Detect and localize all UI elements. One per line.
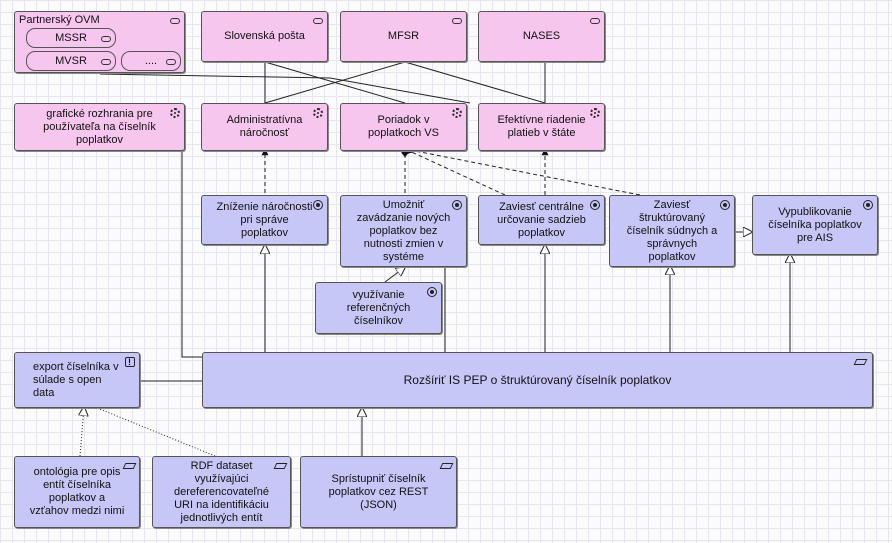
association-links	[80, 404, 216, 457]
goal-label: využívanie referenčných číselníkov	[346, 288, 411, 327]
driver-efektivne-riadenie[interactable]: Efektívne riadenie platieb v štáte	[478, 103, 605, 151]
driver-gear-icon	[451, 107, 462, 118]
driver-label: Administratívna náročnosť	[226, 114, 303, 139]
actor-icon	[312, 15, 323, 26]
goal-label: Umožniť zavádzanie nových poplatkov bez …	[356, 198, 451, 263]
deliverable-spristupnit-rest[interactable]: Sprístupniť číselník poplatkov cez REST …	[300, 456, 457, 528]
goal-target-icon	[719, 199, 730, 210]
work-package-rozsirit-is-pep[interactable]: Rozšíriť IS PEP o štruktúrovaný číselník…	[202, 352, 873, 408]
requirement-export-ciselnika[interactable]: export číselníka v súlade s open data !	[14, 352, 140, 408]
deliverable-ontologia[interactable]: ontológia pre opis entít číselníka popla…	[14, 456, 140, 528]
actor-nases[interactable]: NASES	[478, 11, 605, 62]
actor-icon	[169, 15, 180, 26]
goal-target-icon	[862, 199, 873, 210]
actor-icon	[451, 15, 462, 26]
actor-label: Slovenská pošta	[224, 30, 305, 42]
goal-target-icon	[451, 199, 462, 210]
deliverable-label: Sprístupniť číselník poplatkov cez REST …	[328, 472, 429, 511]
goal-target-icon	[426, 286, 437, 297]
driver-label: Poriadok v poplatkoch VS	[368, 114, 439, 139]
partner-ovm-label: Partnerský OVM	[19, 14, 100, 26]
goal-label: Zaviesť štruktúrovaný číselník súdnych a…	[626, 198, 718, 263]
actor-icon	[100, 33, 111, 44]
driver-graficke-rozhrania[interactable]: grafické rozhrania pre používateľa na čí…	[14, 103, 185, 151]
goal-zaviest-centralne[interactable]: Zaviesť centrálne určovanie sadzieb popl…	[478, 195, 605, 245]
goal-vyuzivanie-ciselnikov[interactable]: využívanie referenčných číselníkov	[315, 282, 442, 334]
driver-gear-icon	[312, 107, 323, 118]
goal-label: Zníženie náročnosti pri správe poplatkov	[216, 200, 313, 239]
actor-mfsr[interactable]: MFSR	[340, 11, 467, 62]
goal-target-icon	[312, 199, 323, 210]
deliverable-label: RDF dataset využívajúci dereferencovateľ…	[174, 459, 269, 524]
deliverable-label: ontológia pre opis entít číselníka popla…	[29, 466, 125, 517]
goal-znizenie-narocnosti[interactable]: Zníženie náročnosti pri správe poplatkov	[201, 195, 328, 245]
goal-label: Vypublikovanie číselníka poplatkov pre A…	[768, 205, 862, 244]
driver-gear-icon	[169, 107, 180, 118]
requirement-icon: !	[124, 356, 135, 367]
driver-gear-icon	[589, 107, 600, 118]
deliverable-icon	[439, 460, 454, 471]
actor-icon	[100, 56, 111, 67]
actor-more[interactable]: ....	[121, 51, 181, 71]
goal-target-icon	[589, 199, 600, 210]
work-package-label: Rozšíriť IS PEP o štruktúrovaný číselník…	[403, 372, 672, 387]
goal-zaviest-strukturovany[interactable]: Zaviesť štruktúrovaný číselník súdnych a…	[609, 195, 735, 267]
actor-mssr[interactable]: MSSR	[26, 28, 116, 48]
driver-poriadok[interactable]: Poriadok v poplatkoch VS	[340, 103, 467, 151]
actor-icon	[589, 15, 600, 26]
deliverable-icon	[122, 460, 137, 471]
influence-links	[261, 147, 641, 196]
actor-label: NASES	[522, 30, 561, 42]
actor-mssr-label: MSSR	[55, 32, 87, 44]
driver-label: grafické rozhrania pre používateľa na čí…	[43, 107, 156, 146]
realization-links	[140, 150, 790, 456]
actor-icon	[165, 56, 176, 67]
deliverable-rdf-dataset[interactable]: RDF dataset využívajúci dereferencovateľ…	[152, 456, 291, 528]
actor-mvsr[interactable]: MVSR	[26, 51, 116, 71]
driver-label: Efektívne riadenie platieb v štáte	[497, 114, 586, 139]
actor-slovenska-posta[interactable]: Slovenská pošta	[201, 11, 328, 62]
goal-label: Zaviesť centrálne určovanie sadzieb popl…	[497, 200, 586, 239]
goal-umoznit-zavadzanie[interactable]: Umožniť zavádzanie nových poplatkov bez …	[340, 195, 467, 267]
driver-administrativna-narocnost[interactable]: Administratívna náročnosť	[201, 103, 328, 151]
deliverable-icon	[273, 460, 288, 471]
actor-mvsr-label: MVSR	[55, 55, 87, 67]
goal-vypublikovanie[interactable]: Vypublikovanie číselníka poplatkov pre A…	[752, 195, 878, 255]
actor-associations	[99, 61, 546, 104]
actor-more-label: ....	[144, 55, 158, 67]
work-package-icon	[853, 356, 868, 367]
requirement-label: export číselníka v súlade s open data	[33, 360, 119, 399]
actor-label: MFSR	[387, 30, 420, 42]
